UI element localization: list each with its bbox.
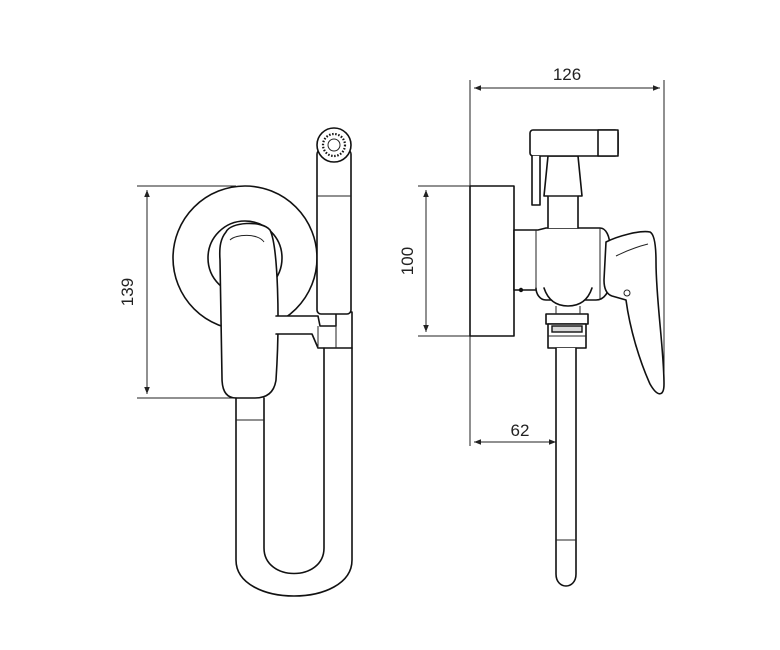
front-view: 139: [118, 127, 353, 597]
lever-handle-side: [603, 230, 665, 395]
dimension-label-126: 126: [553, 65, 581, 84]
dimension-label-62: 62: [511, 421, 530, 440]
wall-plate-side: [469, 185, 515, 337]
lever-handle: [218, 222, 279, 399]
hose-nut: [545, 313, 589, 325]
hand-shower-stem: [316, 149, 352, 315]
dimension-height-side: 100: [398, 185, 470, 337]
dimension-label-139: 139: [118, 278, 137, 306]
dimension-height-front: 139: [118, 185, 236, 399]
mixer-body: [513, 227, 611, 301]
holder-bracket: [275, 311, 353, 349]
dimension-label-100: 100: [398, 247, 417, 275]
outlet-elbow: [543, 287, 593, 307]
hose-side: [555, 347, 577, 587]
hose-loop: [235, 347, 353, 597]
side-view: 126 100 62: [398, 65, 665, 587]
dimension-depth-side: 62: [474, 421, 561, 452]
